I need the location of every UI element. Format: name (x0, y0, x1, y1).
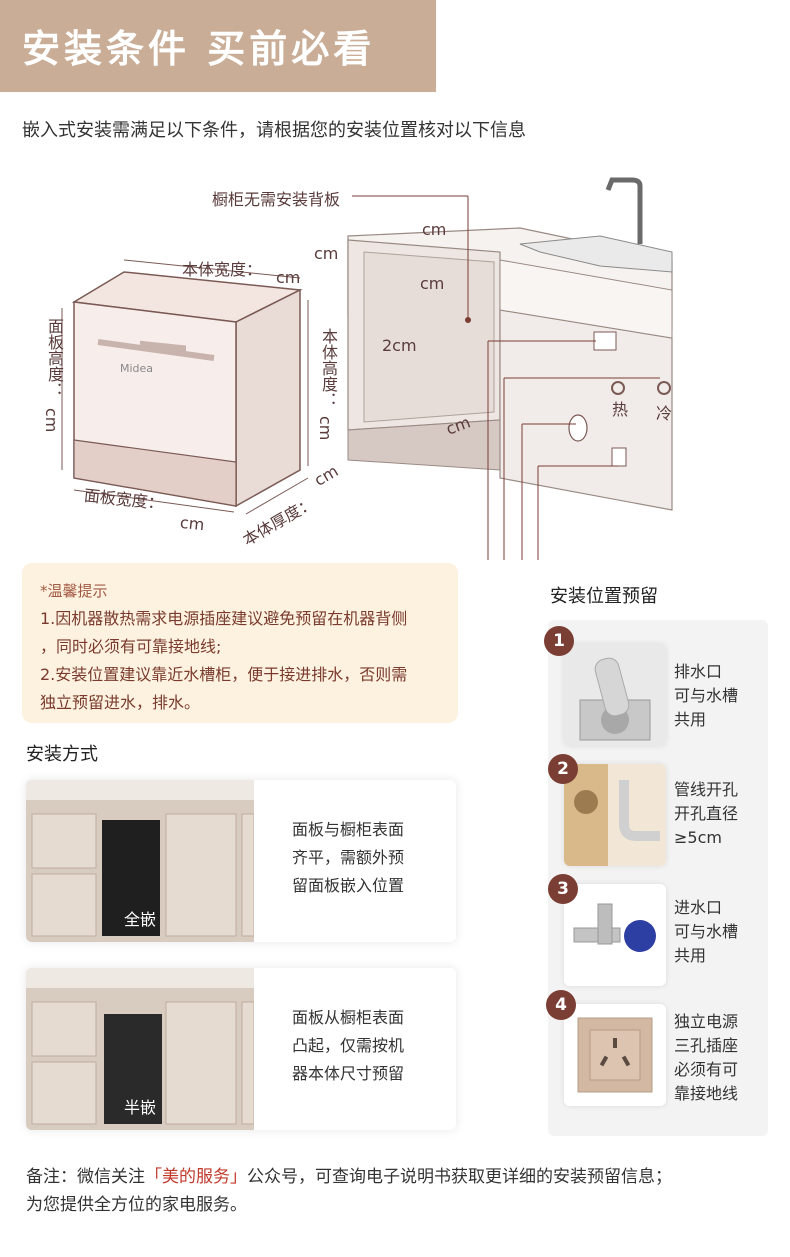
drain-line-3: 共用 (674, 710, 707, 729)
cold-label: 冷 (656, 404, 673, 423)
cabinet-height-unit: cm (314, 244, 339, 263)
tips-title: *温馨提示 (40, 582, 108, 600)
pipe-hole-photo (564, 764, 666, 866)
half-embed-photo: 半嵌 (26, 968, 255, 1130)
badge-4: 4 (546, 990, 576, 1020)
inlet-line-3: 共用 (674, 946, 707, 965)
panel-height-label: 面板高度： (45, 318, 64, 398)
footer-line-2: 为您提供全方位的家电服务。 (26, 1195, 247, 1215)
cabinet-no-back-label: 橱柜无需安装背板 (212, 190, 341, 209)
body-width-label: 本体宽度： (182, 260, 263, 279)
panel-height-unit: cm (42, 408, 61, 433)
pipe-hole-icon (564, 764, 666, 866)
drain-line-1: 排水口 (674, 662, 723, 681)
footer-line-1: 备注：微信关注「美的服务」公众号，可查询电子说明书获取更详细的安装预留信息； (26, 1163, 766, 1191)
socket-line-1: 独立电源 (674, 1012, 739, 1031)
badge-1: 1 (544, 626, 574, 656)
badge-3: 3 (548, 874, 578, 904)
socket-icon (564, 1004, 666, 1106)
tips-line-1a: 1.因机器散热需求电源插座建议避免预留在机器背侧 (40, 609, 408, 628)
footer-post: 公众号，可查询电子说明书获取更详细的安装预留信息； (247, 1167, 672, 1187)
hot-label: 热 (612, 400, 629, 419)
full-embed-card: 全嵌 面板与橱柜表面 齐平，需额外预 留面板嵌入位置 (26, 780, 456, 942)
brand-logo-text: Midea (120, 362, 154, 375)
full-embed-line-2: 齐平，需额外预 (292, 848, 405, 867)
inlet-line-2: 可与水槽 (674, 922, 739, 941)
full-embed-line-3: 留面板嵌入位置 (292, 876, 405, 895)
kitchen-illustration (26, 780, 255, 942)
drain-outlet-photo (564, 644, 666, 746)
tips-line-2a: 2.安装位置建议靠近水槽柜，便于接进排水，否则需 (40, 665, 408, 684)
body-height-label: 本体高度： (319, 328, 338, 408)
tips-box: *温馨提示 1.因机器散热需求电源插座建议避免预留在机器背侧 ，同时必须有可靠接… (22, 563, 458, 723)
full-embed-label: 全嵌 (124, 910, 157, 929)
body-width-unit: cm (276, 268, 301, 287)
drain-outlet-text: 排水口 可与水槽 共用 (674, 660, 764, 732)
drain-line-2: 可与水槽 (674, 686, 739, 705)
inner-width-unit: cm (420, 274, 445, 293)
drain-icon (564, 644, 666, 746)
pipe-line-1: 管线开孔 (674, 780, 739, 799)
reserve-title: 安装位置预留 (550, 586, 658, 607)
water-inlet-text: 进水口 可与水槽 共用 (674, 896, 764, 968)
diagram-illustration (61, 177, 673, 560)
footer-highlight: 「美的服务」 (145, 1167, 247, 1187)
half-embed-desc: 面板从橱柜表面 凸起，仅需按机 器本体尺寸预留 (292, 1004, 432, 1088)
pipe-hole-text: 管线开孔 开孔直径 ≥5cm (674, 778, 764, 850)
tips-line-1b: ，同时必须有可靠接地线; (40, 637, 222, 656)
inlet-line-1: 进水口 (674, 898, 723, 917)
socket-line-2: 三孔插座 (674, 1036, 739, 1055)
intro-text: 嵌入式安装需满足以下条件，请根据您的安装位置核对以下信息 (22, 120, 526, 141)
half-embed-line-3: 器本体尺寸预留 (292, 1064, 405, 1083)
header-banner: 安装条件 买前必看 (0, 0, 436, 92)
panel-width-unit: cm (179, 512, 206, 535)
full-embed-line-1: 面板与橱柜表面 (292, 820, 405, 839)
install-methods-title: 安装方式 (26, 744, 98, 765)
power-socket-text: 独立电源 三孔插座 必须有可 靠接地线 (674, 1010, 764, 1106)
full-embed-photo: 全嵌 (26, 780, 255, 942)
socket-line-3: 必须有可 (674, 1060, 739, 1079)
page-title: 安装条件 买前必看 (22, 27, 376, 71)
tips-line-2b: 独立预留进水，排水。 (40, 693, 201, 712)
pipe-line-3: ≥5cm (674, 828, 722, 847)
socket-line-4: 靠接地线 (674, 1084, 739, 1103)
half-embed-line-1: 面板从橱柜表面 (292, 1008, 405, 1027)
half-embed-label: 半嵌 (124, 1098, 157, 1117)
power-socket-photo (564, 1004, 666, 1106)
footer-note: 备注：微信关注「美的服务」公众号，可查询电子说明书获取更详细的安装预留信息； 为… (26, 1163, 766, 1219)
cabinet-width-unit: cm (422, 220, 447, 239)
valve-icon (564, 884, 666, 986)
full-embed-desc: 面板与橱柜表面 齐平，需额外预 留面板嵌入位置 (292, 816, 432, 900)
footer-pre: 备注：微信关注 (26, 1167, 145, 1187)
water-inlet-photo (564, 884, 666, 986)
kitchen-illustration (26, 968, 255, 1130)
half-embed-line-2: 凸起，仅需按机 (292, 1036, 405, 1055)
body-height-unit: cm (316, 416, 335, 441)
pipe-line-2: 开孔直径 (674, 804, 739, 823)
half-embed-card: 半嵌 面板从橱柜表面 凸起，仅需按机 器本体尺寸预留 (26, 968, 456, 1130)
installation-diagram: 橱柜无需安装背板 cm cm 本体宽度： cm cm 2cm Midea 面板高… (0, 160, 790, 560)
gap-label: 2cm (382, 336, 417, 355)
badge-2: 2 (548, 754, 578, 784)
